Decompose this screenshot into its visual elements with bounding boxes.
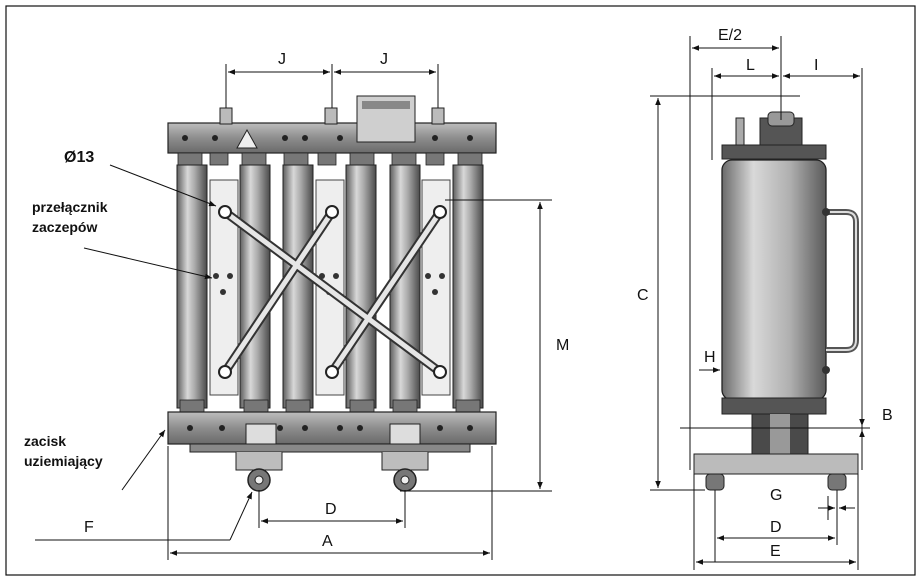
tap-changer-note-line2: zaczepów — [32, 219, 97, 235]
bottom-clamp-beam — [167, 411, 497, 445]
handle-bolt — [822, 208, 830, 216]
tap-link — [735, 117, 745, 149]
dim-label-f: F — [84, 519, 94, 536]
diameter-label: Ø13 — [64, 149, 94, 166]
coil-phase-2-inner — [345, 164, 377, 409]
dim-label-c: C — [637, 287, 649, 304]
dim-label-m: M — [556, 337, 569, 354]
front-dimensions — [35, 64, 552, 560]
coil-phase-2-outer — [282, 164, 314, 409]
wheel-hub — [254, 475, 264, 485]
terminal-rings — [218, 205, 447, 379]
dim-label-b: B — [882, 407, 893, 424]
lifting-lug — [431, 107, 445, 125]
side-top-clamp — [721, 144, 827, 160]
lifting-lug — [219, 107, 233, 125]
side-wheel-right — [827, 473, 847, 491]
beam-bolts — [182, 135, 473, 141]
coil-phase-3-inner — [452, 164, 484, 409]
drawing-border — [5, 5, 916, 576]
wheel-bracket-left — [235, 452, 283, 471]
base-skid — [189, 443, 471, 453]
bottom-beam-bolts — [187, 425, 473, 431]
rating-plate-logo — [362, 101, 410, 109]
ground-clamp-right — [389, 423, 421, 447]
connection-bars-highlight — [222, 209, 443, 375]
wheel-bracket-right — [381, 452, 429, 471]
warning-triangle-icon — [236, 128, 258, 149]
dim-label-h: H — [704, 349, 716, 366]
side-handle — [826, 209, 859, 353]
tap-changer-note-line1: przełącznik — [32, 199, 108, 215]
side-bottom-clamp — [721, 397, 827, 415]
dim-label-e: E — [770, 543, 781, 560]
side-dimensions — [650, 36, 870, 570]
ground-note-line1: zacisk — [24, 433, 66, 449]
side-handle-highlight — [826, 211, 857, 351]
dim-label-i: I — [814, 57, 818, 74]
dim-label-j-right: J — [380, 51, 388, 68]
ground-note-line2: uziemiający — [24, 453, 103, 469]
dim-label-a: A — [322, 533, 333, 550]
tap-changer-studs — [213, 273, 445, 295]
top-spacers — [177, 152, 483, 166]
side-wheel-left — [705, 473, 725, 491]
side-base-skid — [693, 453, 859, 475]
side-view — [693, 111, 859, 491]
lifting-lug — [324, 107, 338, 125]
handle-bolt — [822, 366, 830, 374]
dim-label-d-side: D — [770, 519, 782, 536]
coil-phase-1-outer — [176, 164, 208, 409]
front-view — [167, 95, 497, 492]
ground-clamp-left — [245, 423, 277, 447]
dim-label-j-left: J — [278, 51, 286, 68]
dim-label-e-half: E/2 — [718, 27, 742, 44]
bottom-spacers — [179, 399, 481, 413]
coil-phase-1-inner — [239, 164, 271, 409]
side-pedestal-center — [770, 414, 790, 454]
side-coil-body — [721, 159, 827, 401]
wheel-hub — [400, 475, 410, 485]
dim-label-l: L — [746, 57, 755, 74]
dim-label-d-front: D — [325, 501, 337, 518]
dim-label-g: G — [770, 487, 782, 504]
